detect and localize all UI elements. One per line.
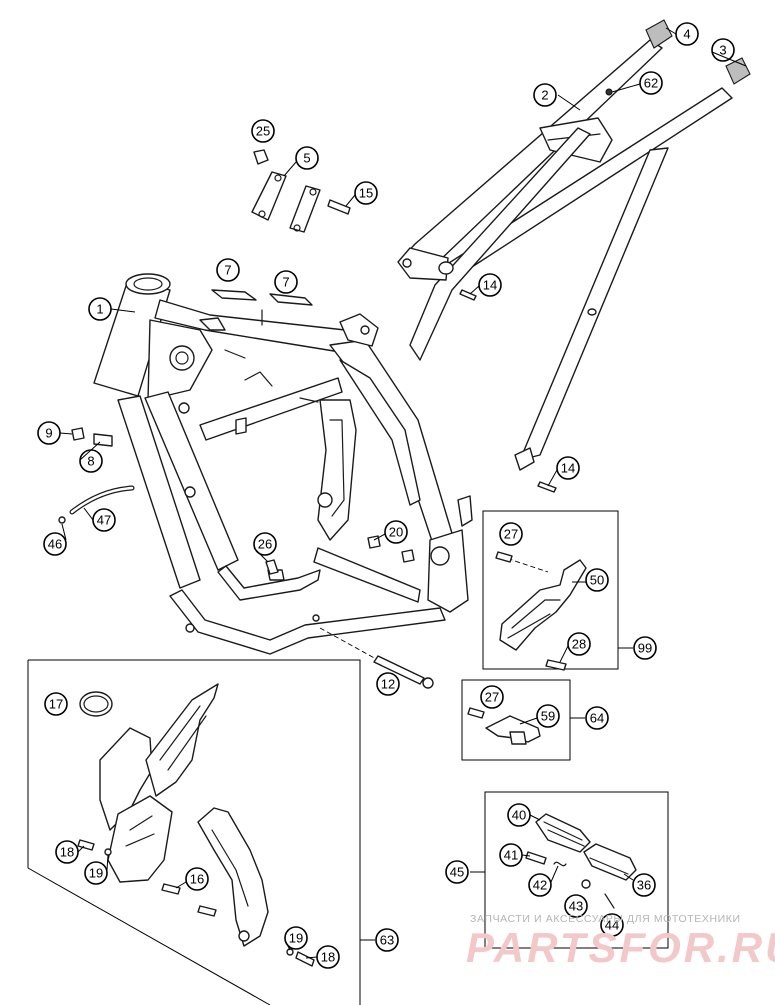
callout-1: 1 bbox=[88, 297, 112, 321]
callout-46: 46 bbox=[43, 532, 67, 556]
callout-3: 3 bbox=[711, 38, 735, 62]
callout-14a: 14 bbox=[478, 273, 502, 297]
watermark-logo: PARTSFOR.RU bbox=[466, 924, 775, 971]
callout-18a: 18 bbox=[55, 840, 79, 864]
subframe bbox=[397, 19, 751, 471]
svg-text:3: 3 bbox=[719, 43, 726, 58]
box-45 bbox=[484, 791, 669, 949]
svg-text:47: 47 bbox=[97, 513, 111, 528]
callout-44: 44 bbox=[600, 913, 624, 937]
main-frame bbox=[93, 273, 473, 655]
svg-text:19: 19 bbox=[289, 931, 303, 946]
callout-27b: 27 bbox=[480, 685, 504, 709]
callout-14b: 14 bbox=[556, 456, 580, 480]
svg-text:46: 46 bbox=[48, 537, 62, 552]
svg-text:50: 50 bbox=[590, 573, 604, 588]
box-63 bbox=[28, 659, 361, 1005]
svg-text:63: 63 bbox=[380, 933, 394, 948]
callout-19a: 19 bbox=[84, 861, 108, 885]
callout-19b: 19 bbox=[284, 926, 308, 950]
callout-8: 8 bbox=[79, 449, 103, 473]
callouts: 1 2 3 4 5 7 7 8 9 12 14 14 15 16 17 18 1… bbox=[37, 22, 735, 969]
svg-text:15: 15 bbox=[359, 186, 373, 201]
callout-27a: 27 bbox=[499, 522, 523, 546]
svg-text:26: 26 bbox=[258, 537, 272, 552]
chain-slider-piece bbox=[467, 707, 541, 745]
callout-40: 40 bbox=[507, 803, 531, 827]
callout-36: 36 bbox=[632, 873, 656, 897]
svg-text:62: 62 bbox=[644, 76, 658, 91]
footpeg-kit bbox=[525, 813, 637, 909]
svg-text:27: 27 bbox=[485, 690, 499, 705]
callout-9: 9 bbox=[37, 421, 61, 445]
callout-7b: 7 bbox=[274, 270, 298, 294]
svg-text:7: 7 bbox=[282, 275, 289, 290]
callout-62: 62 bbox=[639, 71, 663, 95]
callout-63: 63 bbox=[375, 928, 399, 952]
svg-text:59: 59 bbox=[541, 709, 555, 724]
callout-41: 41 bbox=[499, 843, 523, 867]
callout-15: 15 bbox=[354, 181, 378, 205]
svg-text:28: 28 bbox=[572, 637, 586, 652]
svg-text:45: 45 bbox=[450, 865, 464, 880]
callout-50: 50 bbox=[585, 568, 609, 592]
svg-text:14: 14 bbox=[561, 461, 575, 476]
svg-text:64: 64 bbox=[590, 711, 604, 726]
callout-64: 64 bbox=[585, 706, 609, 730]
callout-28: 28 bbox=[567, 632, 591, 656]
callout-42: 42 bbox=[528, 873, 552, 897]
svg-text:4: 4 bbox=[683, 27, 690, 42]
svg-text:14: 14 bbox=[483, 278, 497, 293]
box-64 bbox=[461, 679, 571, 761]
svg-text:41: 41 bbox=[504, 848, 518, 863]
svg-text:7: 7 bbox=[224, 263, 231, 278]
svg-text:20: 20 bbox=[389, 525, 403, 540]
svg-text:42: 42 bbox=[533, 878, 547, 893]
svg-text:18: 18 bbox=[60, 845, 74, 860]
callout-5: 5 bbox=[295, 146, 319, 170]
callout-25: 25 bbox=[251, 119, 275, 143]
leader-lines bbox=[59, 27, 747, 959]
callout-7a: 7 bbox=[216, 258, 240, 282]
callout-43: 43 bbox=[564, 894, 588, 918]
svg-text:25: 25 bbox=[256, 124, 270, 139]
svg-text:99: 99 bbox=[638, 641, 652, 656]
svg-text:2: 2 bbox=[541, 88, 548, 103]
callout-12: 12 bbox=[376, 672, 400, 696]
callout-18b: 18 bbox=[316, 945, 340, 969]
callout-16: 16 bbox=[185, 867, 209, 891]
callout-17: 17 bbox=[44, 692, 68, 716]
frame-guards bbox=[77, 683, 315, 967]
watermark: ЗАПЧАСТИ И АКСЕССУАРЫ ДЛЯ МОТОТЕХНИКИ PA… bbox=[466, 913, 775, 971]
box-99 bbox=[482, 510, 619, 670]
svg-text:18: 18 bbox=[321, 950, 335, 965]
svg-text:1: 1 bbox=[96, 302, 103, 317]
callout-45: 45 bbox=[445, 860, 469, 884]
svg-text:36: 36 bbox=[637, 878, 651, 893]
svg-text:17: 17 bbox=[49, 697, 63, 712]
svg-text:27: 27 bbox=[504, 527, 518, 542]
watermark-caption: ЗАПЧАСТИ И АКСЕССУАРЫ ДЛЯ МОТОТЕХНИКИ bbox=[470, 913, 741, 925]
callout-20: 20 bbox=[384, 520, 408, 544]
hardware-parts bbox=[58, 149, 557, 689]
callout-2: 2 bbox=[533, 83, 557, 107]
callout-99: 99 bbox=[633, 636, 657, 660]
svg-text:44: 44 bbox=[605, 918, 619, 933]
svg-text:8: 8 bbox=[87, 454, 94, 469]
callout-47: 47 bbox=[92, 508, 116, 532]
svg-text:16: 16 bbox=[190, 872, 204, 887]
callout-4: 4 bbox=[675, 22, 699, 46]
svg-text:9: 9 bbox=[45, 426, 52, 441]
svg-text:43: 43 bbox=[569, 899, 583, 914]
group-boxes bbox=[27, 510, 669, 1005]
svg-text:5: 5 bbox=[303, 151, 310, 166]
svg-text:12: 12 bbox=[381, 677, 395, 692]
callout-59: 59 bbox=[536, 704, 560, 728]
svg-text:19: 19 bbox=[89, 866, 103, 881]
callout-26: 26 bbox=[253, 532, 277, 556]
chain-guide-kit bbox=[495, 551, 587, 671]
svg-text:40: 40 bbox=[512, 808, 526, 823]
